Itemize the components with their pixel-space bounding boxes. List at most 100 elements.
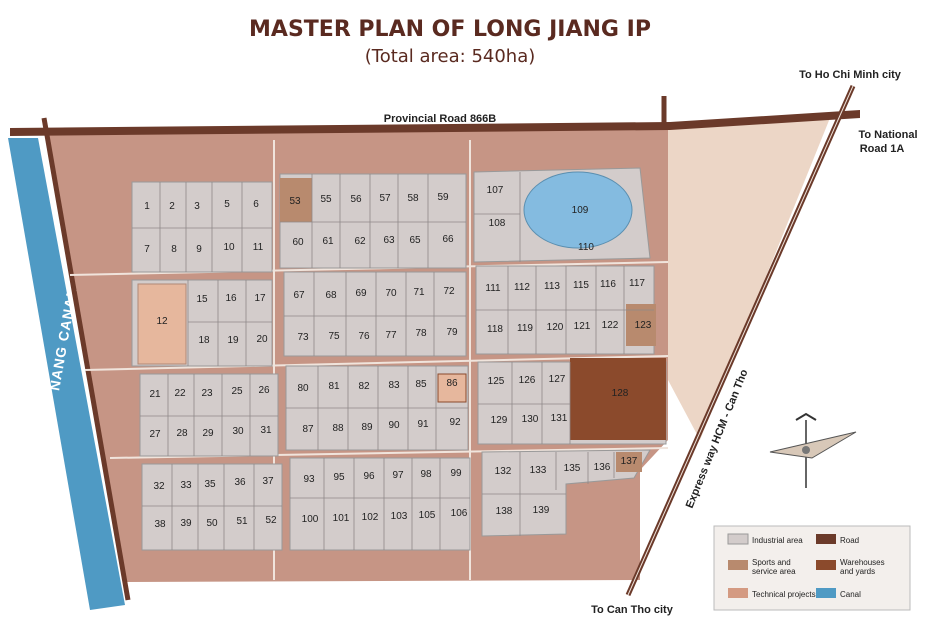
plot-label: 28 [176,428,188,439]
plot-label: 121 [574,321,591,332]
plot-label: 117 [629,278,645,289]
plot-label: 82 [358,381,370,392]
plot-label: 51 [236,516,248,527]
plot-label: 22 [174,388,186,399]
plot-label: 7 [144,244,150,255]
block-j [141,463,283,551]
plot-label: 72 [443,286,455,297]
warehouse-area-128 [570,358,666,440]
plot-label: 55 [320,194,332,205]
legend: Industrial area Road Sports and service … [713,525,911,611]
plot-label: 12 [156,316,168,327]
plot-label: 35 [204,479,216,490]
plot-label: 2 [169,201,175,212]
legend-sports-label-1: Sports and [752,558,791,567]
plot-label: 69 [355,288,367,299]
plot-label: 23 [201,388,213,399]
plot-label: 19 [227,335,239,346]
plot-label: 39 [180,518,192,529]
sports-area-137 [616,452,642,472]
plot-label: 76 [358,331,370,342]
plot-label: 75 [328,331,340,342]
plot-blocks [131,167,667,551]
sports-area-53 [280,178,312,222]
plot-label: 93 [303,474,315,485]
plot-label: 91 [417,419,429,430]
plot-label: 78 [415,328,427,339]
plot-label: 57 [379,193,391,204]
plot-label: 97 [392,470,404,481]
plot-label: 32 [153,481,165,492]
plot-label: 6 [253,199,259,210]
cantho-direction-label: To Can Tho city [591,604,674,616]
plot-label: 115 [573,280,589,291]
plot-label: 73 [297,332,309,343]
plot-label: 107 [487,185,504,196]
reserve-area [668,118,830,440]
plot-label: 38 [154,519,166,530]
plot-label: 109 [572,205,589,216]
map-subtitle: (Total area: 540ha) [365,46,536,67]
plot-label: 128 [612,388,629,399]
plot-label: 33 [180,480,192,491]
plot-label: 66 [442,234,454,245]
plot-label: 77 [385,330,397,341]
plot-label: 103 [391,511,408,522]
plot-label: 71 [413,287,425,298]
plot-label: 5 [224,199,230,210]
legend-technical-label: Technical projects [752,590,816,599]
plot-label: 130 [522,414,539,425]
legend-industrial-swatch [727,533,749,545]
plot-label: 1 [144,201,150,212]
plot-label: 86 [446,378,458,389]
national-road-label-line1: To National [858,129,917,141]
plot-label: 126 [519,375,536,386]
plot-label: 101 [333,513,350,524]
plot-label: 18 [198,335,210,346]
plot-label: 90 [388,420,400,431]
plot-label: 113 [544,281,560,292]
plot-label: 96 [363,471,375,482]
plot-label: 8 [171,244,177,255]
plot-label: 135 [564,463,581,474]
plot-label: 26 [258,385,270,396]
legend-canal-label: Canal [840,590,861,599]
plot-label: 106 [451,508,468,519]
block-g [139,373,279,457]
plot-label: 68 [325,290,337,301]
plot-label: 20 [256,334,268,345]
plot-label: 79 [446,327,458,338]
hcmc-direction-label: To Ho Chi Minh city [799,69,902,81]
plot-label: 138 [496,506,513,517]
plot-label: 125 [488,376,505,387]
legend-sports-label-2: service area [752,567,796,576]
plot-label: 112 [514,282,530,293]
north-arrow-icon [769,412,857,488]
legend-warehouse-label-2: and yards [840,567,875,576]
plot-label: 52 [265,515,277,526]
plot-label: 108 [489,218,506,229]
plot-label: 3 [194,201,200,212]
plot-label: 133 [530,465,547,476]
plot-label: 122 [602,320,619,331]
block-a [131,181,273,273]
plot-label: 50 [206,518,218,529]
plot-label: 100 [302,514,319,525]
plot-label: 87 [302,424,314,435]
block-l [481,449,651,537]
legend-road-label: Road [840,536,859,545]
plot-label: 25 [231,386,243,397]
legend-road-swatch [816,534,836,544]
national-road-label-line2: Road 1A [860,143,905,155]
plot-label: 110 [578,242,594,253]
plot-label: 17 [254,293,266,304]
plot-label: 10 [223,242,235,253]
plot-label: 80 [297,383,309,394]
plot-label: 9 [196,244,202,255]
plot-label: 137 [621,456,638,467]
plot-gridlines [132,172,654,550]
plot-label: 67 [293,290,305,301]
plot-label: 89 [361,422,373,433]
plot-label: 131 [551,413,568,424]
